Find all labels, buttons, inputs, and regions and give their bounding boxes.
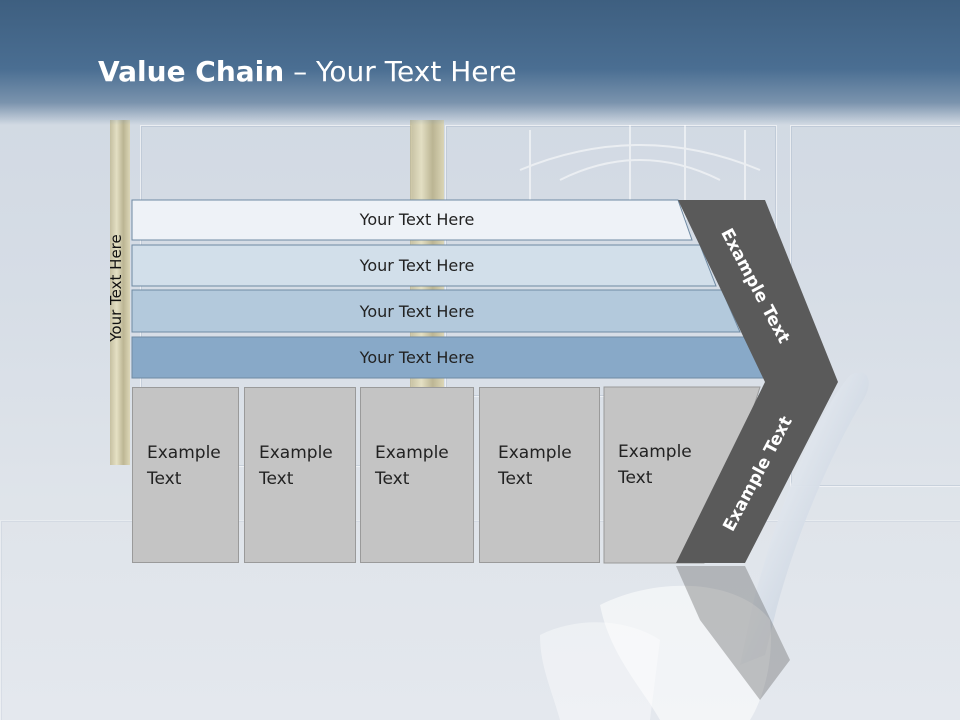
bar-shape-3 <box>131 289 741 333</box>
chevron-shape <box>676 200 838 563</box>
box-reflection <box>244 563 356 713</box>
slide-title: Value Chain – Your Text Here <box>98 55 517 88</box>
box-reflection <box>479 563 600 713</box>
title-bold: Value Chain <box>98 55 285 88</box>
header-band <box>0 0 960 125</box>
bar-shape-1 <box>131 199 693 241</box>
box-1-line1: Example <box>147 443 221 463</box>
box-5-line2: Text <box>618 468 653 488</box>
bar-3: Your Text Here <box>359 301 475 321</box>
box-2-line1: Example <box>259 443 333 463</box>
box-reflection <box>360 563 474 713</box>
title-rest: – Your Text Here <box>284 55 517 88</box>
bar-shape-2 <box>131 244 717 287</box>
bar-1: Your Text Here <box>359 209 475 229</box>
box-2-line2: Text <box>259 469 294 489</box>
box-4-line2: Text <box>498 469 533 489</box>
box-4-line1: Example <box>498 443 572 463</box>
bar-2: Your Text Here <box>359 256 475 275</box>
box-5-line1: Example <box>618 442 692 462</box>
chair-image <box>540 372 869 720</box>
chevron-reflection <box>676 566 790 700</box>
box-reflection <box>132 563 239 713</box>
gold-frame <box>110 120 130 465</box>
box-reflection <box>604 563 714 713</box>
bar-4: Your Text Here <box>359 348 475 367</box>
box-3-line2: Text <box>375 469 410 489</box>
box-3-line1: Example <box>375 443 449 463</box>
box-1-line2: Text <box>147 469 182 489</box>
